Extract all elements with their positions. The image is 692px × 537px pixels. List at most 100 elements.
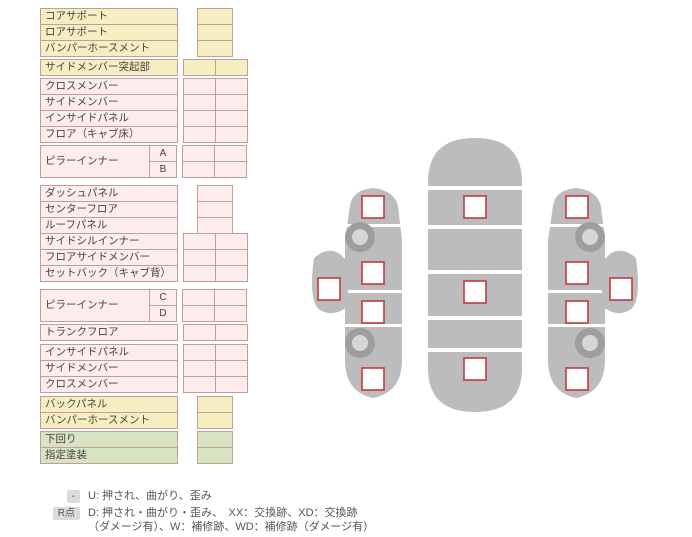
pillar-sub-label: C bbox=[149, 289, 177, 306]
right-side-front-fender-marker bbox=[565, 195, 589, 219]
part-label: インサイドパネル bbox=[40, 110, 178, 127]
check-cell bbox=[214, 305, 247, 322]
part-row: コアサポート bbox=[40, 8, 300, 25]
check-cells bbox=[183, 201, 233, 218]
legend-text: D: 押され・曲がり・歪み、 XX：交換跡、XD：交換跡（ダメージ有）、W：補修… bbox=[88, 506, 374, 534]
panel-gap-line bbox=[345, 324, 402, 327]
part-label: 下回り bbox=[40, 431, 178, 448]
left-side-front-fender-marker bbox=[361, 195, 385, 219]
part-row: ロアサポート bbox=[40, 24, 300, 41]
part-label: バックパネル bbox=[40, 396, 178, 413]
part-row: サイドシルインナー bbox=[40, 233, 300, 250]
check-cell bbox=[197, 201, 233, 218]
part-row: クロスメンバー bbox=[40, 78, 300, 95]
check-cell bbox=[214, 289, 247, 306]
check-cells bbox=[183, 40, 233, 57]
part-label: ダッシュパネル bbox=[40, 185, 178, 202]
check-cells bbox=[183, 59, 248, 76]
check-cell bbox=[197, 412, 233, 429]
part-label: クロスメンバー bbox=[40, 78, 178, 95]
left-rear-wheel bbox=[345, 328, 375, 358]
check-cells bbox=[183, 344, 248, 361]
check-cell bbox=[215, 233, 248, 250]
part-label: ピラーインナー bbox=[40, 289, 150, 322]
part-row: トランクフロア bbox=[40, 324, 300, 341]
check-cell bbox=[215, 344, 248, 361]
part-row: センターフロア bbox=[40, 201, 300, 218]
pillar-subrow: D bbox=[149, 305, 247, 322]
check-cell bbox=[183, 265, 216, 282]
parts-table: コアサポートロアサポートバンパーホースメントサイドメンバー突起部クロスメンバーサ… bbox=[40, 8, 300, 464]
check-cell bbox=[183, 59, 216, 76]
check-cell bbox=[197, 431, 233, 448]
check-cell bbox=[197, 40, 233, 57]
car-diagram bbox=[300, 120, 670, 430]
check-cell bbox=[215, 360, 248, 377]
check-cell bbox=[214, 145, 247, 162]
check-cell bbox=[183, 78, 216, 95]
pillar-subrow: A bbox=[149, 145, 247, 162]
part-label: サイドメンバー突起部 bbox=[40, 59, 178, 76]
part-row: クロスメンバー bbox=[40, 376, 300, 393]
check-cell bbox=[183, 126, 216, 143]
check-cells bbox=[183, 24, 233, 41]
part-row: サイドメンバー bbox=[40, 94, 300, 111]
check-cells bbox=[183, 396, 233, 413]
check-cells bbox=[183, 431, 233, 448]
top-view-rear-marker bbox=[463, 357, 487, 381]
panel-gap-line bbox=[428, 186, 522, 190]
part-row: サイドメンバー突起部 bbox=[40, 59, 300, 76]
part-label: インサイドパネル bbox=[40, 344, 178, 361]
part-label: ルーフパネル bbox=[40, 217, 178, 234]
part-label: フロア（キャブ床） bbox=[40, 126, 178, 143]
pillar-subrow: B bbox=[149, 161, 247, 178]
check-cell bbox=[183, 376, 216, 393]
top-view-front-marker bbox=[463, 195, 487, 219]
part-label: バンパーホースメント bbox=[40, 40, 178, 57]
right-side-rear-fender-marker bbox=[565, 367, 589, 391]
legend-line: D: 押され・曲がり・歪み、 XX：交換跡、XD：交換跡 bbox=[88, 507, 358, 519]
check-cells bbox=[183, 94, 248, 111]
legend-badge-column: - bbox=[46, 489, 80, 503]
panel-gap-line bbox=[345, 290, 402, 293]
panel-gap-line bbox=[428, 270, 522, 274]
check-cell bbox=[215, 324, 248, 341]
legend-text: U: 押され、曲がり、歪み bbox=[88, 489, 212, 503]
check-cell bbox=[197, 396, 233, 413]
check-cell bbox=[214, 161, 247, 178]
panel-gap-line bbox=[428, 225, 522, 229]
check-cell bbox=[183, 344, 216, 361]
part-label: サイドメンバー bbox=[40, 360, 178, 377]
check-cell bbox=[197, 8, 233, 25]
right-front-wheel bbox=[575, 222, 605, 252]
check-cell bbox=[197, 447, 233, 464]
check-cell bbox=[183, 110, 216, 127]
check-cell bbox=[215, 78, 248, 95]
check-cell bbox=[183, 324, 216, 341]
check-cells bbox=[183, 185, 233, 202]
part-row: バンパーホースメント bbox=[40, 412, 300, 429]
check-cell bbox=[197, 217, 233, 234]
part-row: 指定塗装 bbox=[40, 447, 300, 464]
legend-item: -U: 押され、曲がり、歪み bbox=[46, 489, 374, 503]
part-row: 下回り bbox=[40, 431, 300, 448]
check-cells bbox=[183, 110, 248, 127]
check-cells bbox=[182, 305, 247, 322]
check-cells bbox=[183, 126, 248, 143]
check-cell bbox=[215, 94, 248, 111]
check-cell bbox=[215, 59, 248, 76]
part-label: トランクフロア bbox=[40, 324, 178, 341]
check-cells bbox=[182, 161, 247, 178]
check-cell bbox=[197, 185, 233, 202]
part-label: バンパーホースメント bbox=[40, 412, 178, 429]
left-side-front-door-marker bbox=[361, 261, 385, 285]
panel-gap-line bbox=[428, 348, 522, 352]
part-row: サイドメンバー bbox=[40, 360, 300, 377]
pillar-sub-label: B bbox=[149, 161, 177, 178]
check-cells bbox=[183, 447, 233, 464]
check-cell bbox=[183, 360, 216, 377]
part-row: インサイドパネル bbox=[40, 344, 300, 361]
